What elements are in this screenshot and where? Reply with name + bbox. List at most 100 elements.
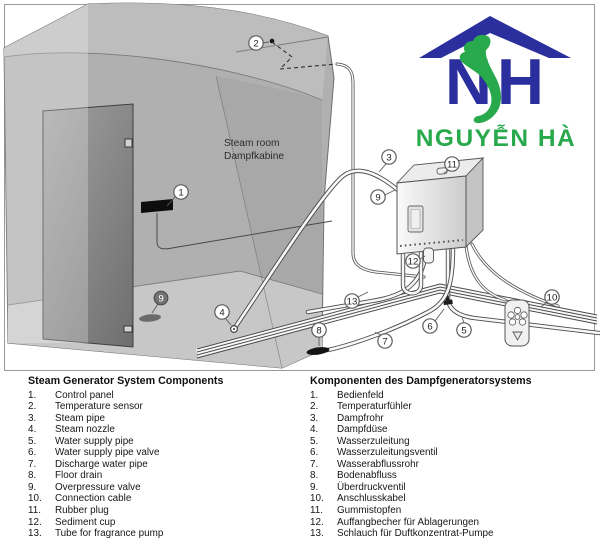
- room-label-en: Steam room: [224, 138, 279, 149]
- legend-item: 7. Discharge water pipe: [28, 459, 303, 471]
- svg-text:2: 2: [253, 38, 258, 49]
- legend-item: 3. Steam pipe: [28, 413, 303, 425]
- legend-item-number: 2.: [28, 401, 37, 413]
- legend-item-label: Temperaturfühler: [337, 401, 412, 413]
- door-hinge: [123, 325, 133, 333]
- device-button: [518, 318, 527, 326]
- svg-text:1: 1: [178, 187, 183, 198]
- legend-item-label: Discharge water pipe: [55, 458, 148, 470]
- bundle-line: [196, 289, 598, 356]
- device-button: [520, 311, 528, 319]
- legend-item: 2. Temperaturfühler: [310, 401, 596, 413]
- svg-text:11: 11: [447, 159, 457, 170]
- legend-item-number: 11.: [28, 504, 41, 516]
- temperature-sensor: [269, 38, 275, 44]
- steam-room: Steam room Dampfkabine: [3, 2, 335, 369]
- legend-item-label: Overpressure valve: [55, 481, 141, 493]
- sediment-cup: [423, 247, 434, 264]
- vietnam-map-icon: [459, 34, 502, 124]
- legend-item: 8.Bodenabfluss: [310, 470, 596, 482]
- legend-item-label: Sediment cup: [55, 516, 116, 528]
- svg-text:4: 4: [219, 307, 225, 318]
- legend-item-number: 9.: [310, 481, 319, 493]
- legend-item-number: 13.: [310, 528, 324, 540]
- callout-9-interior-outlet: 9: [151, 290, 169, 314]
- room-label-de: Dampfkabine: [224, 151, 284, 162]
- legend-item: 10.Connection cable: [28, 493, 303, 505]
- bundle-line: [196, 292, 598, 359]
- svg-text:12: 12: [408, 256, 419, 267]
- legend-item: 5. Wasserzuleitung: [310, 436, 596, 448]
- device-triangle: [512, 331, 523, 341]
- bundle-line: [196, 283, 598, 350]
- legend-item-label: Steam pipe: [55, 412, 105, 424]
- legend-item-number: 6.: [28, 447, 37, 459]
- legend-item-label: Bedienfeld: [337, 389, 384, 401]
- room-door: [42, 103, 134, 348]
- legend-item-label: Wasserzuleitung: [337, 435, 410, 447]
- control-device: [504, 299, 530, 347]
- floor-drain: [306, 347, 330, 355]
- device-button: [513, 306, 522, 315]
- legend-item-number: 2.: [310, 401, 319, 413]
- legend-item: 1.Bedienfeld: [310, 390, 596, 402]
- svg-text:5: 5: [461, 325, 466, 336]
- legend-item-number: 7.: [28, 458, 37, 470]
- callout-13-fragrance-tube: 13: [344, 291, 369, 309]
- callout-7-discharge-pipe: 7: [374, 331, 393, 349]
- legend-german: Komponenten des Dampfgeneratorsystems 1.…: [310, 375, 596, 540]
- legend-item-number: 3.: [28, 412, 37, 424]
- legend-item-number: 10.: [310, 493, 324, 505]
- legend-item-number: 1.: [28, 389, 37, 401]
- legend-item-label: Tube for fragrance pump: [55, 528, 164, 540]
- legend-item-number: 5.: [28, 435, 37, 447]
- legend-item: 9.Overpressure valve: [28, 482, 303, 494]
- steam-system-diagram: Steam room Dampfkabine: [3, 2, 600, 371]
- legend-item-label: Gummistopfen: [337, 504, 402, 516]
- pipe-bundle: [195, 283, 598, 359]
- device-button: [507, 311, 515, 319]
- device-button: [508, 318, 517, 326]
- sensor-cable: [336, 63, 425, 278]
- svg-text:7: 7: [382, 336, 387, 347]
- legend-item: 6.Wasserzuleitungsventil: [310, 447, 596, 459]
- legend-item: 10.Anschlusskabel: [310, 493, 596, 505]
- legend-item-label: Überdruckventil: [337, 481, 406, 493]
- bundle-line: [196, 286, 598, 353]
- legend-item: 11. Rubber plug: [28, 505, 303, 517]
- nguyen-ha-logo: N H NGUYỄN HÀ: [416, 16, 575, 152]
- svg-text:10: 10: [547, 292, 558, 303]
- water-supply-pipe: [447, 302, 600, 335]
- steam-nozzle-tip: [232, 327, 236, 331]
- legend-item-number: 6.: [310, 447, 319, 459]
- legend-item-number: 5.: [310, 435, 319, 447]
- callout-2-temperature-sensor: 2: [248, 35, 270, 51]
- legend: Steam Generator System Components 1.Cont…: [0, 373, 600, 544]
- callout-11-rubber-plug: 11: [443, 156, 460, 174]
- legend-title-en: Steam Generator System Components: [28, 375, 224, 387]
- legend-item-number: 8.: [310, 470, 319, 482]
- legend-item-label: Auffangbecher für Ablagerungen: [337, 516, 480, 528]
- control-panel: [141, 199, 173, 213]
- legend-item-number: 13.: [28, 528, 42, 540]
- interior-valve-outlet: [139, 314, 161, 322]
- steam-generator: [395, 156, 485, 264]
- legend-item-label: Rubber plug: [55, 504, 109, 516]
- generator-front: [396, 175, 467, 255]
- control-panel-cable: [156, 213, 333, 250]
- legend-item: 4.Steam nozzle: [28, 424, 303, 436]
- svg-text:6: 6: [427, 321, 432, 332]
- device-button-center: [514, 314, 521, 320]
- legend-item: 8.Floor drain: [28, 470, 303, 482]
- legend-item: 11.Gummistopfen: [310, 505, 596, 517]
- legend-item: 2.Temperature sensor: [28, 401, 303, 413]
- roof-eave-arc: [3, 52, 323, 101]
- callout-8-floor-drain: 8: [311, 322, 327, 346]
- legend-item-label: Water supply pipe: [55, 435, 134, 447]
- legend-item-label: Connection cable: [55, 493, 132, 505]
- legend-item-label: Water supply pipe valve: [55, 447, 160, 459]
- generator-window-inner: [410, 209, 421, 229]
- legend-item-number: 4.: [310, 424, 319, 436]
- logo-roof-icon: [419, 16, 571, 58]
